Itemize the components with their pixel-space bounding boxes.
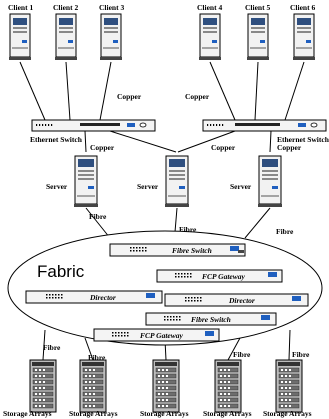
client-6 [293,14,315,60]
client-2 [55,14,77,60]
copper-label-right: Copper [277,143,302,152]
fcp-gateway-top: FCP Gateway [157,270,282,282]
fcp-gateway-bottom: FCP Gateway [94,329,219,341]
storage-array-4-label: Storage Arrays [203,409,252,418]
fibre-switch-bottom-label: Fibre Switch [191,315,231,324]
storage-array-2-label: Storage Arrays [69,409,118,418]
server-right [258,156,282,207]
copper-label-middle: Copper [211,143,236,152]
director-right: Director [165,294,308,306]
client-5 [247,14,269,60]
storage-array-1 [30,360,56,412]
server-right-label: Server [230,182,252,191]
ethernet-switch-right [203,120,326,131]
server-middle-label: Server [137,182,159,191]
fibre-switch-bottom: Fibre Switch [146,313,276,325]
copper-label-top-right: Copper [185,92,210,101]
storage-array-2 [80,360,106,412]
ethernet-switch-left-label: Ethernet Switch [30,135,83,144]
storage-array-3-label: Storage Arrays [140,409,189,418]
fibre-label-storage-1: Fibre [43,343,61,352]
director-left: Director [26,291,162,303]
client-4 [199,14,221,60]
director-left-label: Director [89,293,116,302]
storage-array-4 [215,360,241,412]
fcp-gateway-bottom-label: FCP Gateway [140,331,184,340]
storage-array-5-label: Storage Arrays [263,409,312,418]
storage-array-3 [153,360,179,412]
copper-label-left: Copper [90,143,115,152]
fabric-title: Fabric [37,262,85,281]
server-middle [165,156,189,207]
fibre-label-server-left: Fibre [89,212,107,221]
server-left [74,156,98,207]
storage-array-1-label: Storage Arrays [3,409,52,418]
client-1 [9,14,31,60]
client-3 [100,14,122,60]
client-6-label: Client 6 [290,3,315,12]
client-5-label: Client 5 [245,3,270,12]
fibre-label-storage-3: Fibre [233,350,251,359]
server-left-label: Server [46,182,68,191]
fibre-label-server-right: Fibre [276,227,294,236]
fibre-switch-top: Fibre Switch [110,244,245,256]
copper-label-top-left: Copper [117,92,142,101]
ethernet-switch-left [32,120,155,131]
client-2-label: Client 2 [53,3,78,12]
storage-array-5 [276,360,302,412]
fibre-switch-top-label: Fibre Switch [172,246,212,255]
fcp-gateway-top-label: FCP Gateway [202,272,246,281]
client-1-label: Client 1 [8,3,33,12]
fibre-label-storage-4: Fibre [292,350,310,359]
director-right-label: Director [228,296,255,305]
client-4-label: Client 4 [197,3,222,12]
client-3-label: Client 3 [99,3,124,12]
